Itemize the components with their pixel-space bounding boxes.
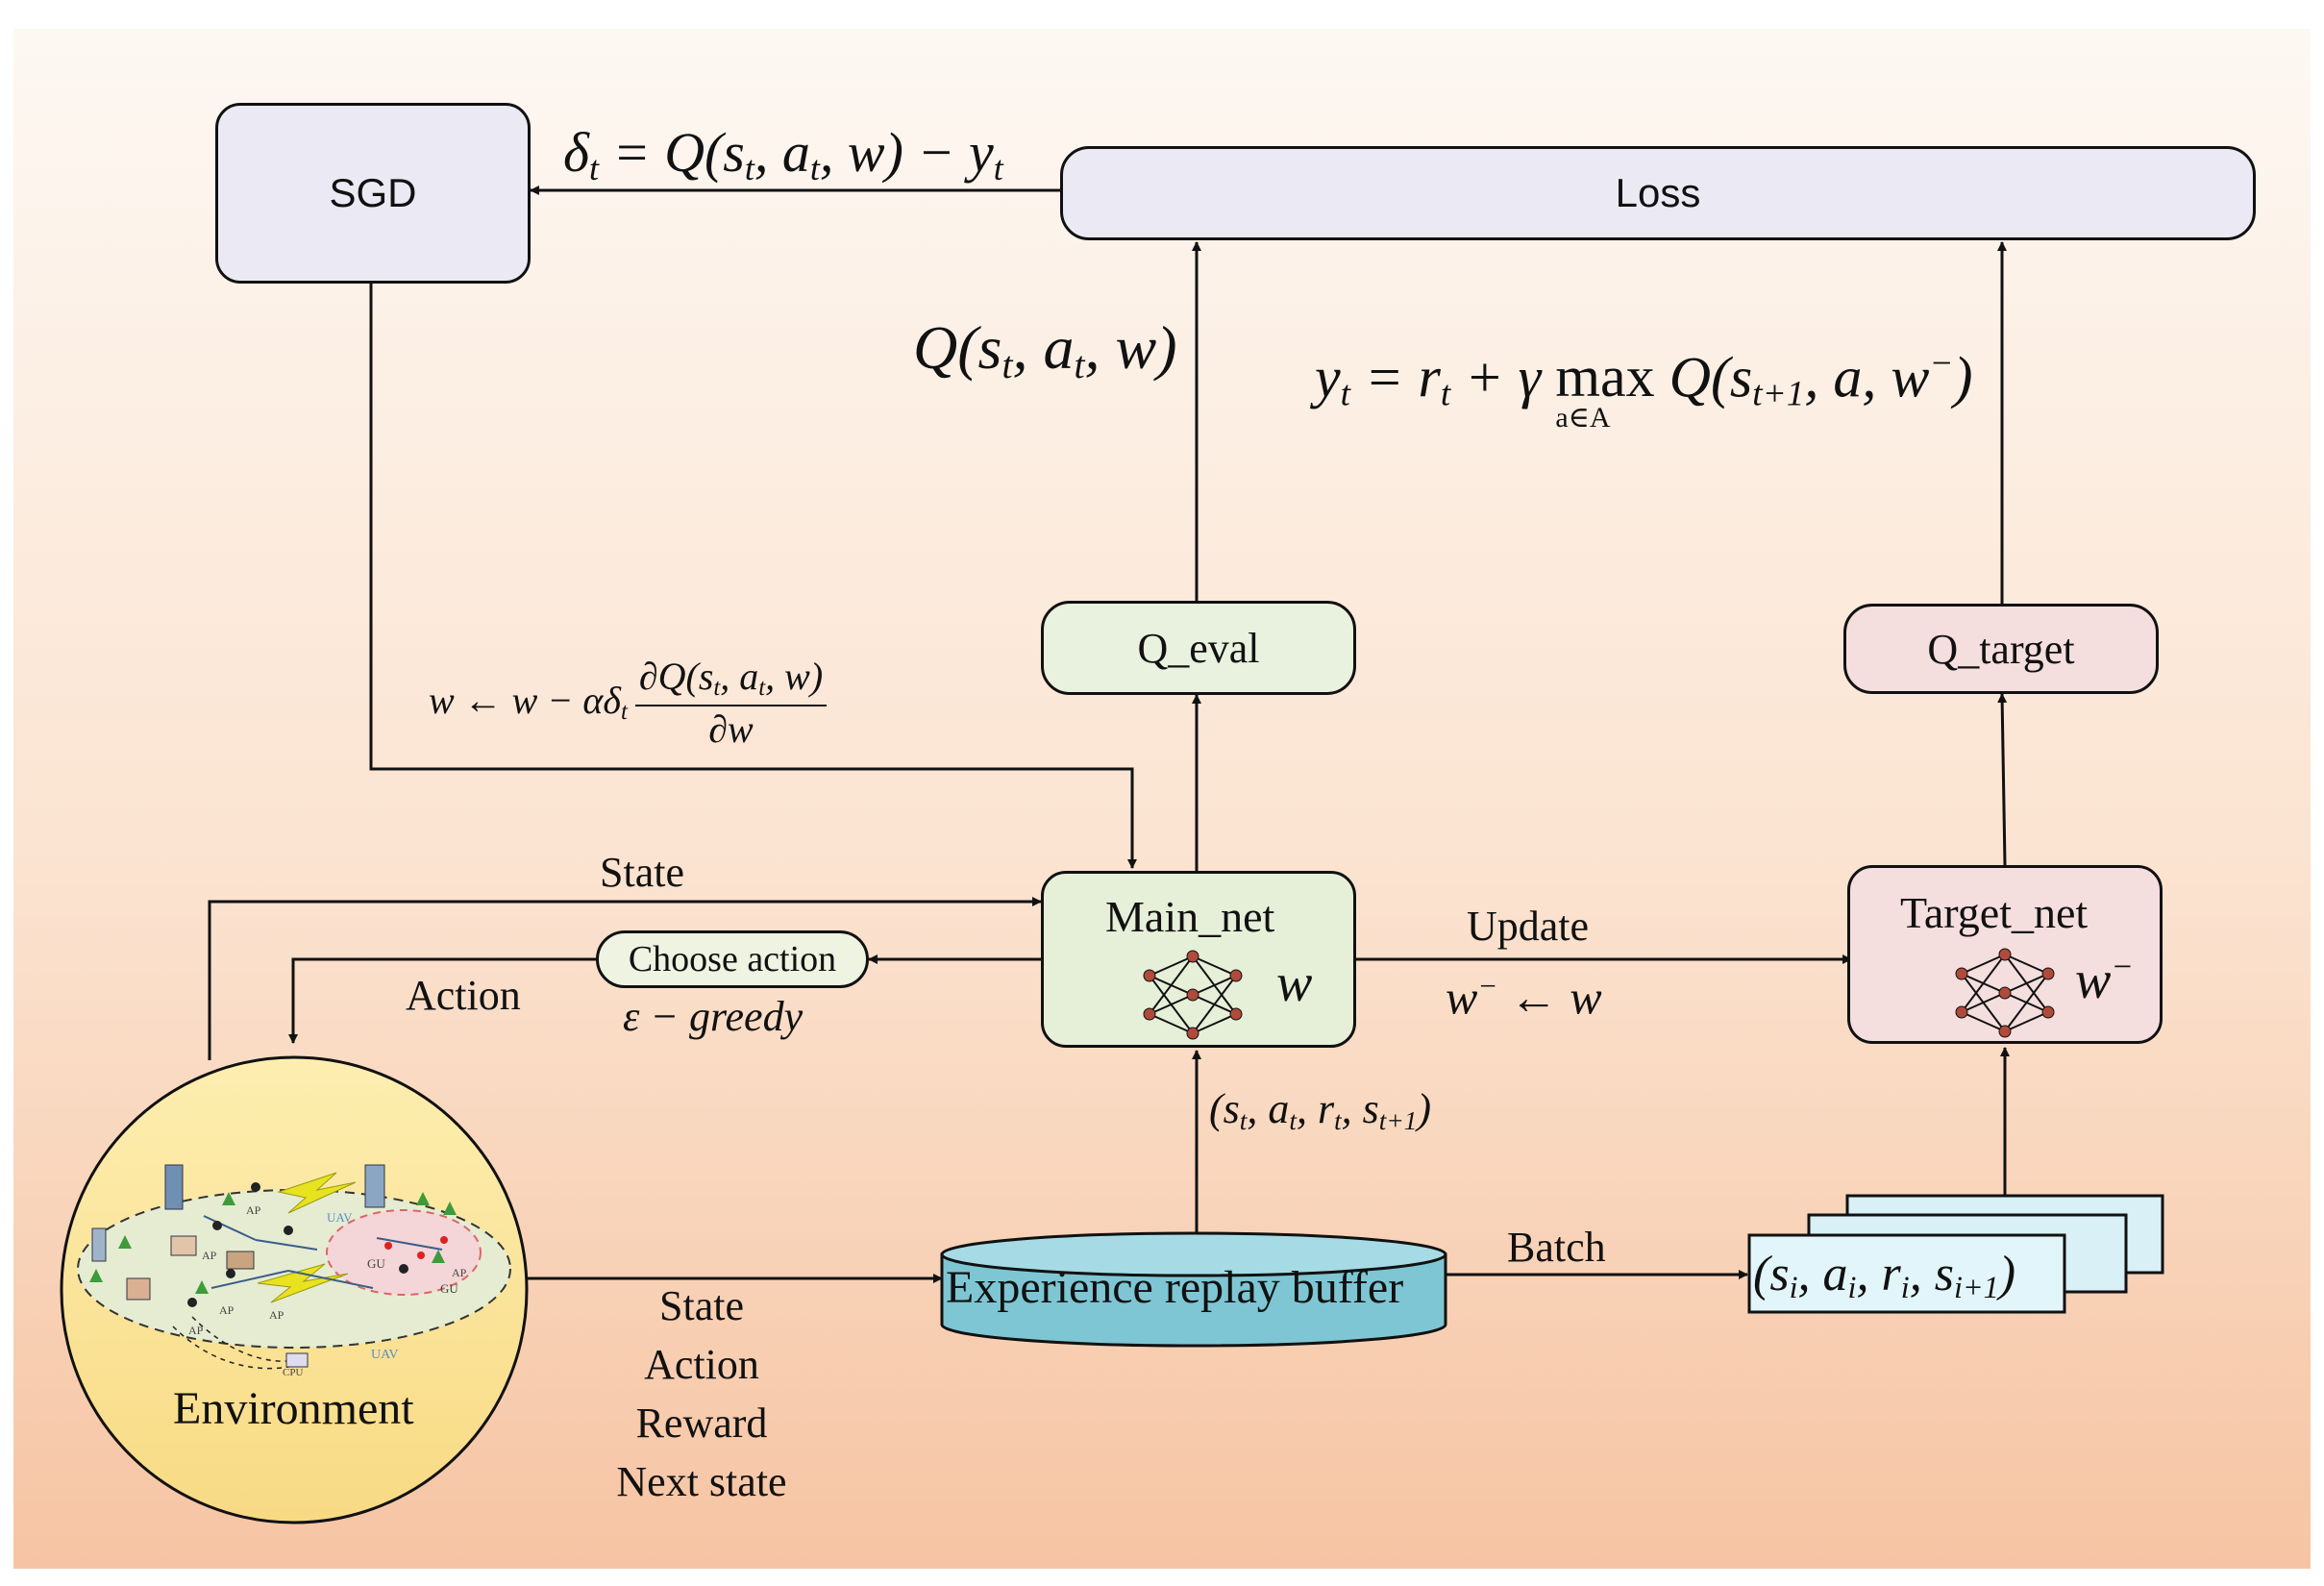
main-net-box: Main_net w [1041,871,1356,1048]
sgd-box: SGD [215,103,531,284]
update-label: Update [1467,903,1590,950]
env-label-ap-1: AP [246,1203,261,1217]
target-net-param: w− [2075,948,2134,1010]
arrow-targetnet-to-qtarget [1997,693,2008,866]
q-eval-label: Q_eval [1137,624,1260,672]
target-net-label: Target_net [1900,888,2089,937]
transition-main-formula: (st, at, rt, st+1) [1209,1085,1432,1135]
env-label-cpu: CPU [283,1367,304,1378]
env-label-ap-6: AP [188,1324,204,1337]
environment-label: Environment [173,1383,414,1434]
q-main-formula: Q(st, at, w) [913,313,1177,386]
neural-net-icon [1143,950,1243,1040]
batch-label: Batch [1507,1224,1606,1271]
main-net-param: w [1276,954,1313,1013]
sgd-label: SGD [329,170,417,215]
state-label-top: State [600,849,684,896]
transition-batch-formula: (si, ai, ri, si+1) [1753,1247,2016,1305]
y-target-formula: yt = rt + γ max a∈A Q(st+1, a, w−) [1315,344,1973,434]
env-label-uav-1: UAV [371,1348,399,1362]
env-output-state: State [659,1282,744,1329]
env-label-ap-2: AP [202,1249,217,1262]
q-target-label: Q_target [1927,625,2075,673]
loss-box: Loss [1060,146,2256,240]
env-output-action: Action [644,1341,759,1388]
main-net-label: Main_net [1105,892,1275,941]
choose-action-label: Choose action [628,939,837,979]
q-eval-box: Q_eval [1041,601,1356,695]
replay-buffer-shape [940,1231,1447,1348]
q-target-box: Q_target [1843,604,2159,694]
environment-scene [60,1055,529,1524]
env-output-next-state: Next state [616,1458,787,1505]
delta-formula: δt = Q(st, at, w) − yt [563,121,1003,187]
batch-stack [1747,1194,2164,1314]
replay-buffer-label: Experience replay buffer [946,1262,1404,1313]
epsilon-greedy-label: ε − greedy [623,993,804,1040]
env-label-uav-2: UAV [327,1210,353,1225]
env-outputs-list: State Action Reward Next state [557,1276,846,1511]
arrow-sgd-to-mainnet [369,284,1137,869]
action-label: Action [406,972,521,1019]
target-net-box: Target_net w− [1847,865,2163,1044]
neural-net-icon-target [1955,948,2055,1038]
arrow-choose-to-env [288,957,596,1044]
loss-label: Loss [1615,170,1701,215]
env-label-ap-5: AP [452,1266,467,1279]
env-label-ap-3: AP [219,1303,235,1317]
w-update-formula: w ← w − αδt ∂Q(st, at, w) ∂w [429,657,828,749]
env-label-gu-1: GU [367,1256,385,1271]
arrow-env-state-to-mainnet [208,897,1042,1060]
env-label-ap-4: AP [269,1308,284,1322]
update-rule-formula: w− ← w [1446,969,1602,1025]
choose-action-box: Choose action [596,930,869,988]
env-output-reward: Reward [635,1400,768,1447]
env-label-gu-2: GU [440,1281,458,1296]
